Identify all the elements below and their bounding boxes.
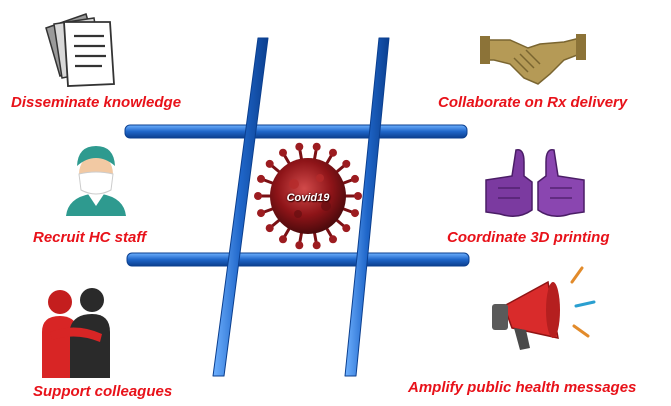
- handshake-icon: [480, 34, 586, 85]
- doctor-icon: [66, 146, 126, 216]
- label-disseminate-knowledge: Disseminate knowledge: [11, 94, 182, 111]
- hashtag-bar-left: [212, 37, 269, 377]
- hashtag-symbol: [124, 37, 470, 377]
- hashtag-bar-top: [124, 124, 468, 139]
- label-support-colleagues: Support colleagues: [33, 383, 173, 400]
- embracing-people-icon: [42, 288, 110, 378]
- label-recruit-hc-staff: Recruit HC staff: [33, 229, 147, 246]
- hashtag-bar-bottom: [126, 252, 470, 267]
- hashtag-bar-right: [344, 37, 390, 377]
- center-virus-label: Covid19: [286, 192, 330, 204]
- virus-icon: [254, 142, 362, 250]
- label-collaborate-rx-delivery: Collaborate on Rx delivery: [438, 94, 628, 111]
- label-coordinate-3d-printing: Coordinate 3D printing: [447, 229, 610, 246]
- documents-icon: [45, 13, 115, 87]
- gloved-thumbs-up-icon: [485, 149, 585, 217]
- megaphone-icon: [492, 266, 596, 350]
- label-amplify-public-health: Amplify public health messages: [408, 379, 637, 396]
